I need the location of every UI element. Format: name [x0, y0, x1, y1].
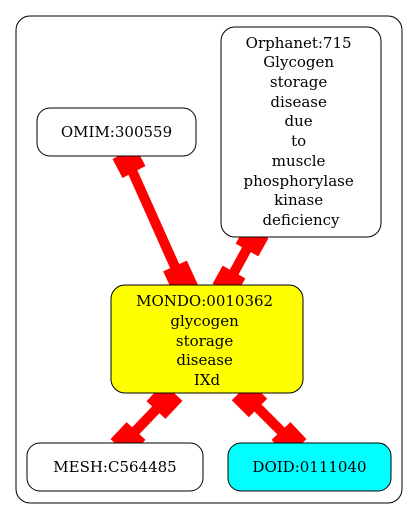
edge-orphanet-mondo [212, 225, 269, 297]
node-label-line: storage [270, 73, 327, 91]
node-label-line: IXd [194, 371, 221, 389]
node-box [26, 442, 204, 492]
node-box [110, 284, 304, 394]
cluster-border [15, 15, 403, 504]
node-label-line: due [285, 112, 313, 130]
node-label-line: OMIM:300559 [61, 123, 172, 141]
node-label-line: phosphorylase [243, 172, 353, 190]
node-label-line: kinase [274, 191, 323, 209]
node-mondo[interactable]: MONDO:0010362 glycogen storage disease I… [110, 284, 304, 394]
node-omim[interactable]: OMIM:300559 [36, 107, 197, 157]
svg-text:OMIM:300559: OMIM:300559 [61, 123, 172, 141]
node-box [36, 107, 197, 157]
edge-tail-cap [146, 383, 183, 419]
svg-text:MESH:C564485: MESH:C564485 [53, 458, 176, 476]
svg-text:MONDO:0010362 glycogen: MONDO:0010362 glycogen storage disease I… [136, 292, 278, 389]
node-label-line: to [291, 132, 306, 150]
svg-text:DOID:0111040: DOID:0111040 [252, 458, 366, 476]
node-label-line: deficiency [262, 211, 340, 229]
node-label-line: Glycogen [263, 53, 334, 71]
svg-text:Orphanet:715 Glycogen: Orphanet:715 Glycogen storage disease du… [243, 34, 358, 229]
edge-mondo-mesh [110, 383, 183, 457]
node-label-line: muscle [272, 152, 326, 170]
node-doid[interactable]: DOID:0111040 [227, 442, 392, 492]
edge-mondo-doid [231, 381, 307, 457]
edge-omim-mondo [112, 146, 198, 296]
nodes: OMIM:300559 Orphanet:715 Glycogen storag… [26, 26, 392, 492]
node-label-line: storage [176, 332, 233, 350]
edge-line [121, 154, 189, 290]
node-label-line: glycogen [170, 312, 239, 330]
node-label-line: disease [270, 93, 327, 111]
node-label-line: Orphanet:715 [246, 34, 352, 52]
node-label-line: disease [176, 351, 233, 369]
node-box [220, 26, 382, 238]
node-mesh[interactable]: MESH:C564485 [26, 442, 204, 492]
node-label-line: DOID:0111040 [252, 458, 366, 476]
node-orphanet[interactable]: Orphanet:715 Glycogen storage disease du… [220, 26, 382, 238]
node-label-line: MESH:C564485 [53, 458, 176, 476]
node-label-line: MONDO:0010362 [136, 292, 273, 310]
node-box [227, 442, 392, 492]
edge-tail-cap [231, 381, 268, 418]
